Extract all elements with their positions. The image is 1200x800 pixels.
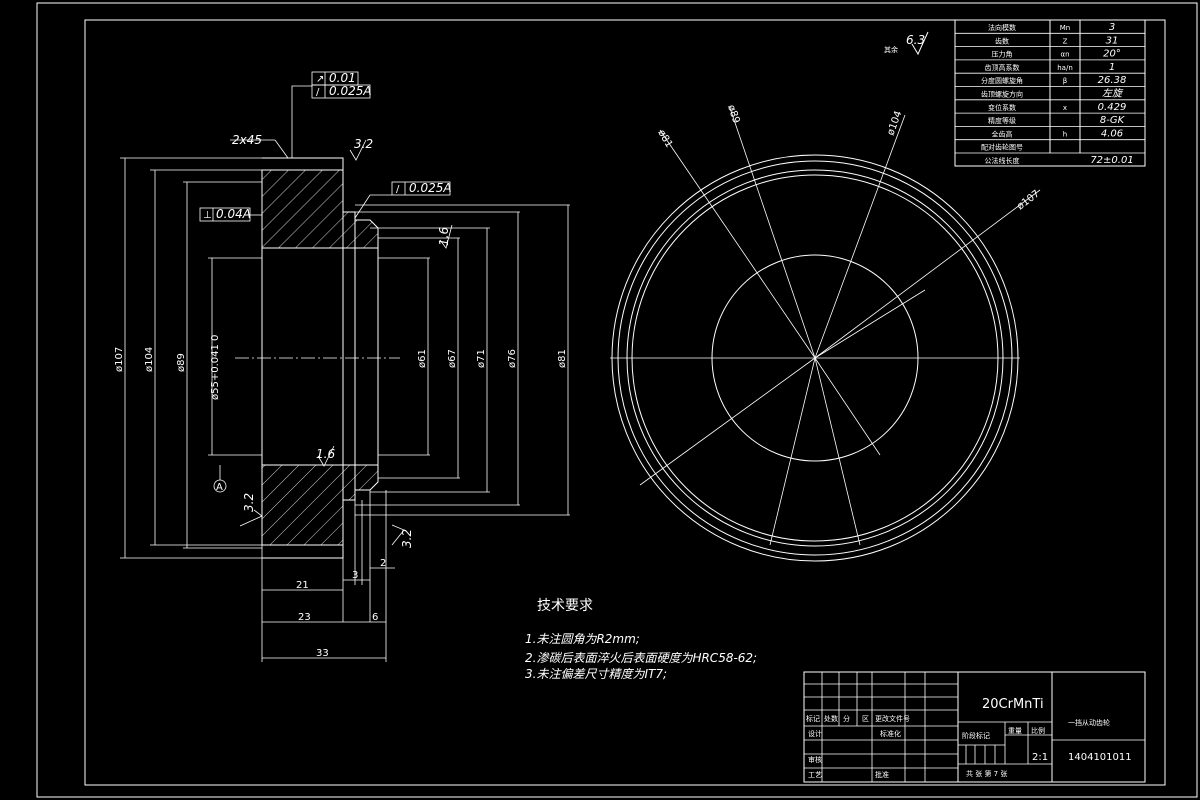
param-name: 压力角 bbox=[992, 50, 1013, 59]
tb-part-name: 一挡从动齿轮 bbox=[1068, 718, 1110, 727]
tb-h-std: 标准化 bbox=[880, 729, 901, 738]
param-symbol: x bbox=[1063, 104, 1067, 112]
param-symbol: ha/n bbox=[1057, 64, 1073, 72]
roughness-bore-value: 1.6 bbox=[316, 447, 335, 461]
dim-33: 33 bbox=[316, 648, 329, 659]
param-name: 齿顶螺旋方向 bbox=[981, 90, 1023, 99]
tol-symbol-1b: / bbox=[316, 87, 320, 98]
param-name: 齿顶高系数 bbox=[985, 63, 1020, 72]
param-symbol: αn bbox=[1060, 51, 1069, 59]
tb-h-stage: 阶段标记 bbox=[962, 731, 990, 740]
tol-value-3: 0.04A bbox=[216, 207, 251, 221]
param-value: 0.429 bbox=[1098, 102, 1127, 113]
tb-h-design: 设计 bbox=[808, 729, 822, 738]
param-name: 法向模数 bbox=[988, 23, 1016, 32]
dim-d104: ø104 bbox=[144, 347, 155, 372]
param-name: 分度圆螺旋角 bbox=[981, 76, 1023, 85]
param-value: 20° bbox=[1103, 49, 1121, 60]
param-value: 3 bbox=[1109, 22, 1115, 33]
param-value: 72±0.01 bbox=[1090, 155, 1133, 166]
front-view bbox=[610, 107, 1041, 562]
datum-letter: A bbox=[216, 482, 223, 493]
title-block bbox=[803, 671, 1146, 783]
tb-h-zone2: 区 bbox=[862, 715, 869, 723]
param-value: 4.06 bbox=[1101, 128, 1123, 139]
dim-d71: ø71 bbox=[476, 349, 487, 368]
tb-drawing-no: 1404101011 bbox=[1068, 752, 1132, 763]
front-label-d89: ø89 bbox=[725, 104, 741, 125]
dim-23: 23 bbox=[298, 612, 311, 623]
tb-h-count: 处数 bbox=[824, 714, 838, 723]
param-value: 31 bbox=[1106, 35, 1119, 46]
section-view bbox=[120, 71, 570, 662]
tol-symbol-2: / bbox=[396, 184, 400, 195]
tb-h-zone: 分 bbox=[843, 714, 850, 723]
param-name: 全齿高 bbox=[992, 129, 1013, 138]
tb-h-approve: 批准 bbox=[875, 770, 889, 779]
dim-2: 2 bbox=[380, 558, 386, 569]
dim-d89: ø89 bbox=[176, 353, 187, 372]
dim-3: 3 bbox=[352, 570, 358, 581]
tb-material: 20CrMnTi bbox=[982, 697, 1044, 712]
dim-d61: ø61 bbox=[417, 349, 428, 368]
roughness-right-value: 3.2 bbox=[400, 529, 414, 548]
roughness-left-value: 3.2 bbox=[242, 493, 256, 512]
gear-parameter-table: 法向模数 Mn 3 齿数 Z 31 压力角 αn 20° 齿顶高系数 ha/n 1 分度圆螺旋角 β 26.… bbox=[954, 19, 1146, 167]
tech-req-item-3: 3.未注偏差尺寸精度为IT7; bbox=[525, 667, 667, 681]
tb-h-craft: 工艺 bbox=[808, 771, 822, 779]
inner-frame bbox=[84, 19, 1166, 786]
tol-value-1a: 0.01 bbox=[329, 71, 356, 85]
outer-frame bbox=[36, 2, 1198, 798]
param-name: 精度等级 bbox=[988, 116, 1016, 125]
roughness-top-value: 3.2 bbox=[354, 137, 373, 151]
chamfer-label: 2x45 bbox=[232, 133, 262, 147]
tol-symbol-1a: ↗ bbox=[316, 74, 324, 85]
tol-symbol-3: ⊥ bbox=[203, 210, 212, 221]
dim-d67: ø67 bbox=[447, 349, 458, 368]
dim-d107: ø107 bbox=[114, 347, 125, 372]
tb-h-review: 审核 bbox=[808, 755, 822, 764]
roughness-other-symbol bbox=[911, 31, 929, 56]
roughness-groove-value: 1.6 bbox=[437, 227, 451, 246]
tb-h-scale: 比例 bbox=[1031, 726, 1045, 735]
tol-value-1b: 0.025A bbox=[329, 84, 372, 98]
tech-req-title: 技术要求 bbox=[537, 598, 593, 614]
dim-d81: ø81 bbox=[557, 349, 568, 368]
tech-req-item-2: 2.渗碳后表面淬火后表面硬度为HRC58-62; bbox=[525, 651, 757, 665]
front-label-d107: ø107 bbox=[1015, 188, 1042, 212]
tb-h-doc: 更改文件号 bbox=[875, 714, 910, 723]
dim-21: 21 bbox=[296, 580, 309, 591]
tb-h-mark: 标记 bbox=[806, 714, 820, 723]
roughness-other-label: 其余 bbox=[884, 45, 898, 54]
param-symbol: β bbox=[1063, 77, 1067, 85]
dim-d55: ø55+0.041 0 bbox=[210, 335, 221, 400]
param-name: 配对齿轮图号 bbox=[981, 143, 1023, 152]
param-value: 1 bbox=[1109, 62, 1115, 73]
roughness-other-value: 6.3 bbox=[906, 33, 925, 47]
param-name: 齿数 bbox=[995, 36, 1009, 45]
param-symbol: h bbox=[1063, 130, 1067, 138]
param-value: 8-GK bbox=[1100, 115, 1126, 126]
param-name: 变位系数 bbox=[988, 103, 1016, 112]
tol-value-2: 0.025A bbox=[409, 181, 452, 195]
param-symbol: Mn bbox=[1060, 24, 1070, 32]
tech-req-item-1: 1.未注圆角为R2mm; bbox=[525, 632, 640, 646]
dim-6: 6 bbox=[372, 612, 378, 623]
param-symbol: Z bbox=[1063, 37, 1068, 45]
tb-h-weight: 重量 bbox=[1008, 727, 1022, 735]
param-value: 26.38 bbox=[1098, 75, 1127, 86]
tb-sheet-count: 共 张 第 7 张 bbox=[966, 769, 1007, 778]
tb-scale-value: 2:1 bbox=[1032, 752, 1048, 763]
param-name: 公法线长度 bbox=[985, 156, 1020, 165]
param-value: 左旋 bbox=[1102, 88, 1124, 100]
dim-d76: ø76 bbox=[507, 349, 518, 368]
